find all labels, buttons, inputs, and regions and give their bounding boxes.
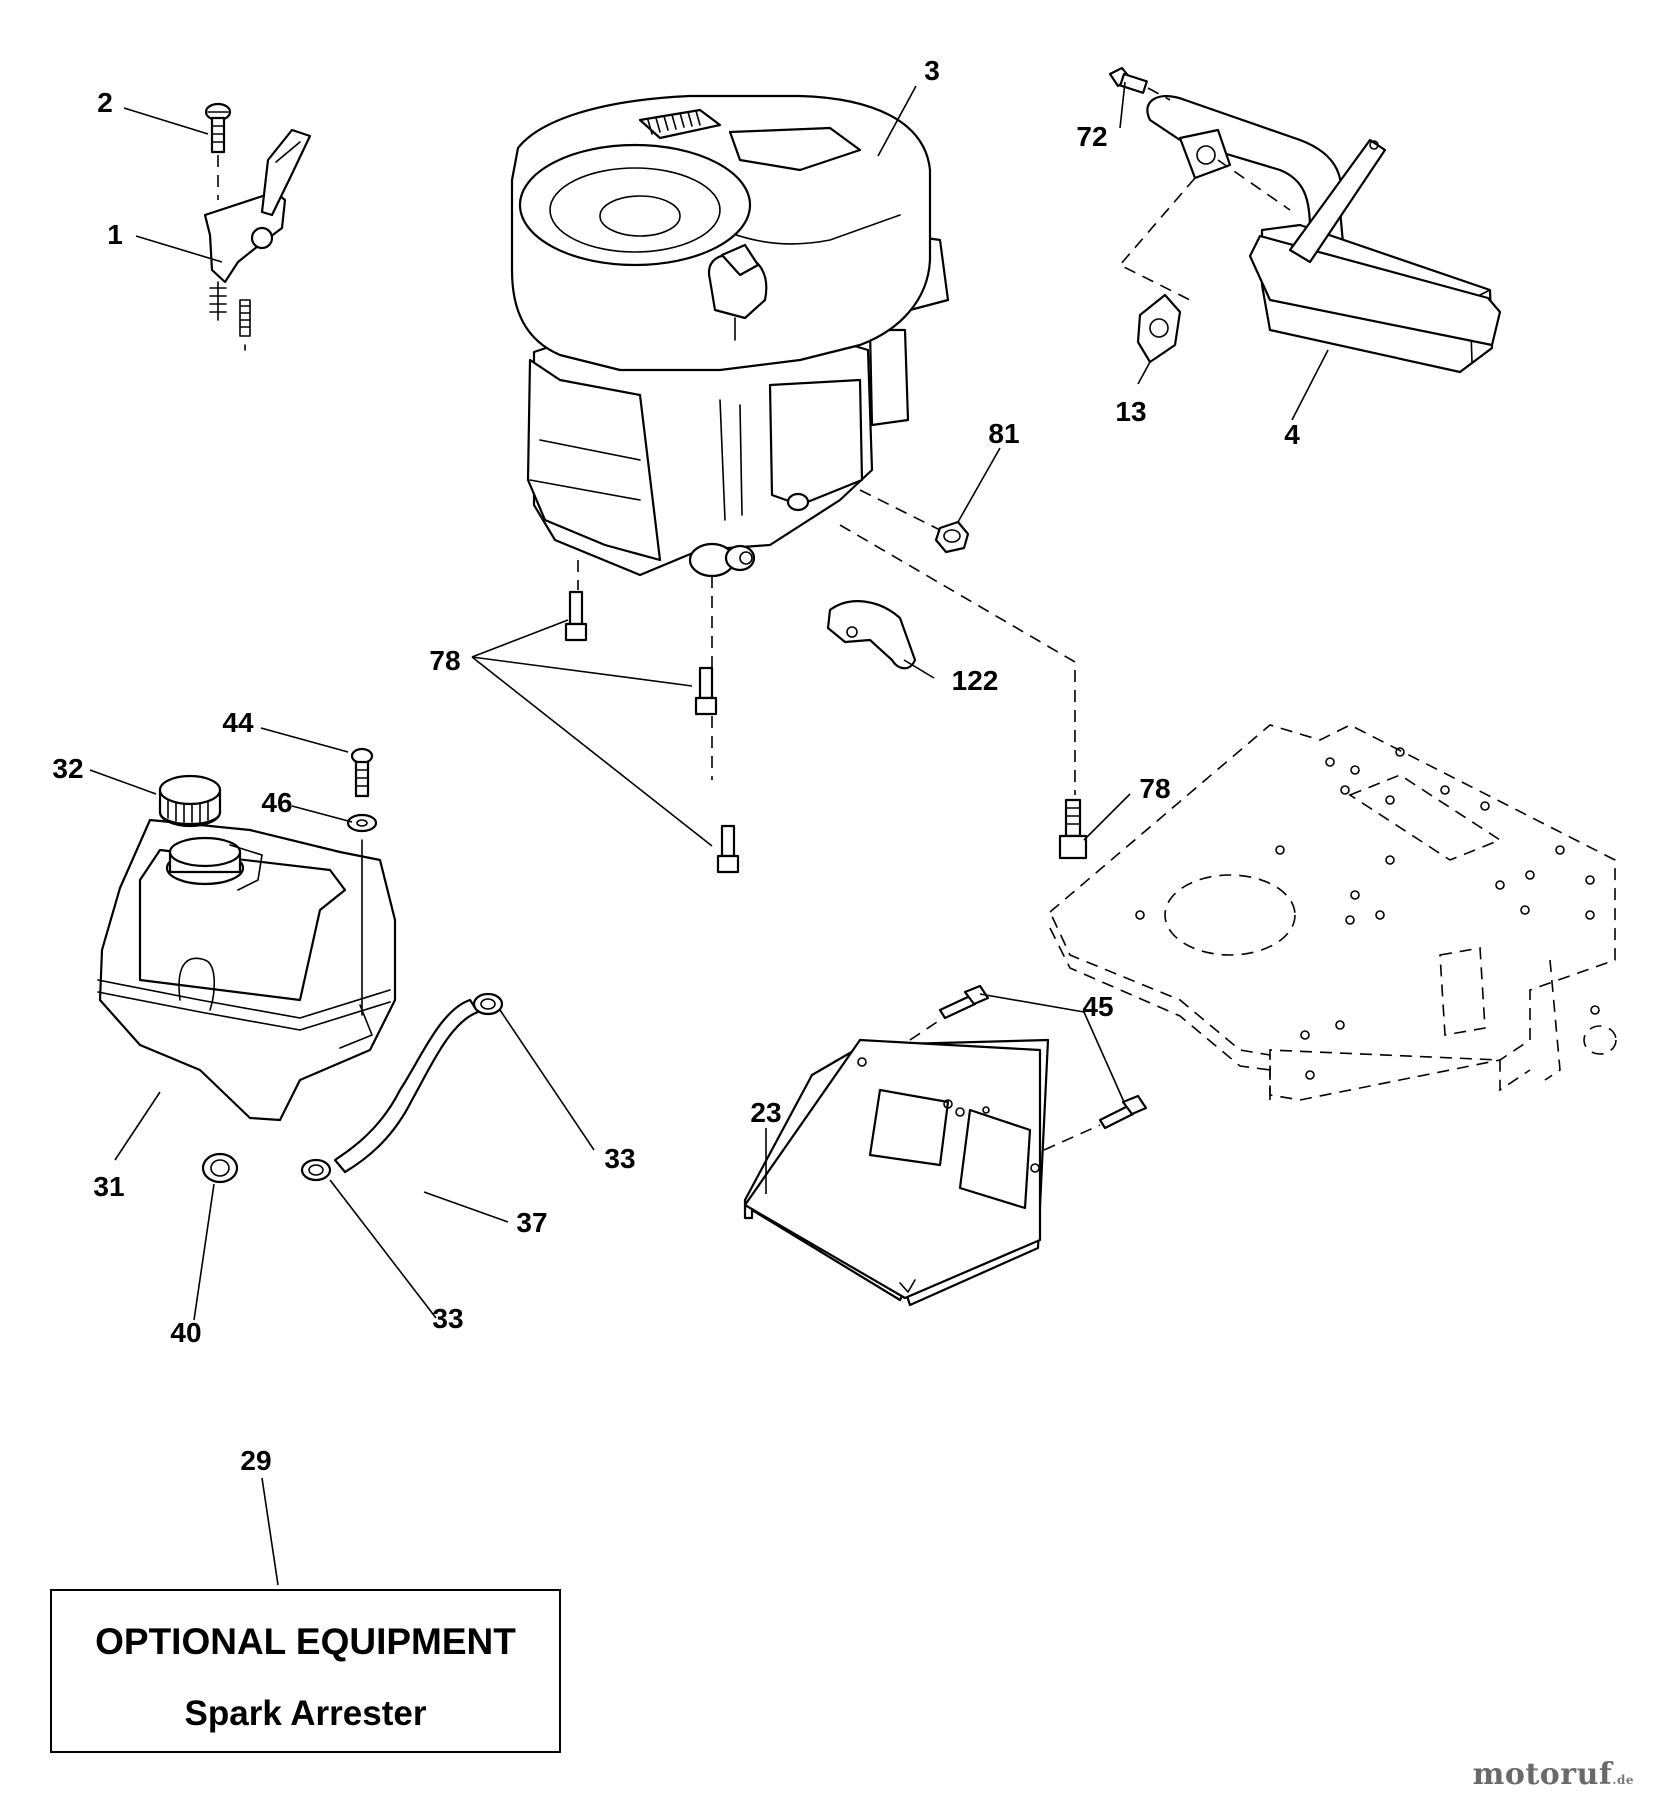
callout-2: 2	[97, 87, 113, 118]
callout-78-engine: 78	[429, 645, 460, 676]
callout-46: 46	[261, 787, 292, 818]
callout-44: 44	[222, 707, 254, 738]
callout-78-mount: 78	[1139, 773, 1170, 804]
gasket-part	[1136, 293, 1182, 364]
callout-81: 81	[988, 418, 1019, 449]
callout-4: 4	[1284, 419, 1300, 450]
leader-lines	[89, 81, 1329, 1586]
tank-screw-part	[350, 747, 374, 798]
callout-122: 122	[952, 665, 999, 696]
fuel-line-part	[333, 998, 480, 1174]
heat-shield-part	[826, 600, 917, 670]
callout-40: 40	[170, 1317, 201, 1348]
callout-31: 31	[93, 1171, 124, 1202]
engine-part	[510, 94, 950, 780]
hose-clamp-part	[300, 992, 504, 1182]
callout-33-upper: 33	[604, 1143, 635, 1174]
callout-labels: 1 2 3 72 13 4 81 78 122 78 44 32 46 31 3…	[52, 55, 1300, 1476]
grommet-part	[201, 1152, 239, 1184]
screw-part	[204, 102, 232, 200]
spark-arrester-label: Spark Arrester	[184, 1694, 427, 1733]
watermark-logo: motoruf.de	[1473, 1757, 1634, 1792]
engine-bolt-part	[564, 560, 740, 874]
callout-1: 1	[107, 219, 123, 250]
callout-3: 3	[924, 55, 940, 86]
callout-23: 23	[750, 1097, 781, 1128]
fuel-tank-part	[97, 818, 397, 1122]
exhaust-bolt-part	[1108, 66, 1171, 101]
plate-bolt-part	[909, 984, 1148, 1151]
fuel-cap-part	[158, 774, 222, 828]
optional-equipment-box: OPTIONAL EQUIPMENT Spark Arrester	[50, 1589, 561, 1753]
bracket-plate-part	[743, 1038, 1050, 1307]
callout-32: 32	[52, 753, 83, 784]
chassis-frame-part	[1049, 724, 1617, 1101]
optional-equipment-heading: OPTIONAL EQUIPMENT	[95, 1621, 516, 1662]
watermark-tld: .de	[1612, 1773, 1634, 1787]
callout-72: 72	[1076, 121, 1107, 152]
callout-37: 37	[516, 1207, 547, 1238]
callout-33-lower: 33	[432, 1303, 463, 1334]
callout-29: 29	[240, 1445, 271, 1476]
mount-bolt-part	[839, 524, 1088, 860]
washer-part	[346, 813, 378, 833]
watermark-brand: motoruf	[1472, 1757, 1613, 1792]
throttle-control-part	[203, 128, 312, 351]
nut-part	[859, 489, 970, 554]
callout-45: 45	[1082, 991, 1113, 1022]
muffler-part	[1118, 95, 1502, 374]
callout-13: 13	[1115, 396, 1146, 427]
